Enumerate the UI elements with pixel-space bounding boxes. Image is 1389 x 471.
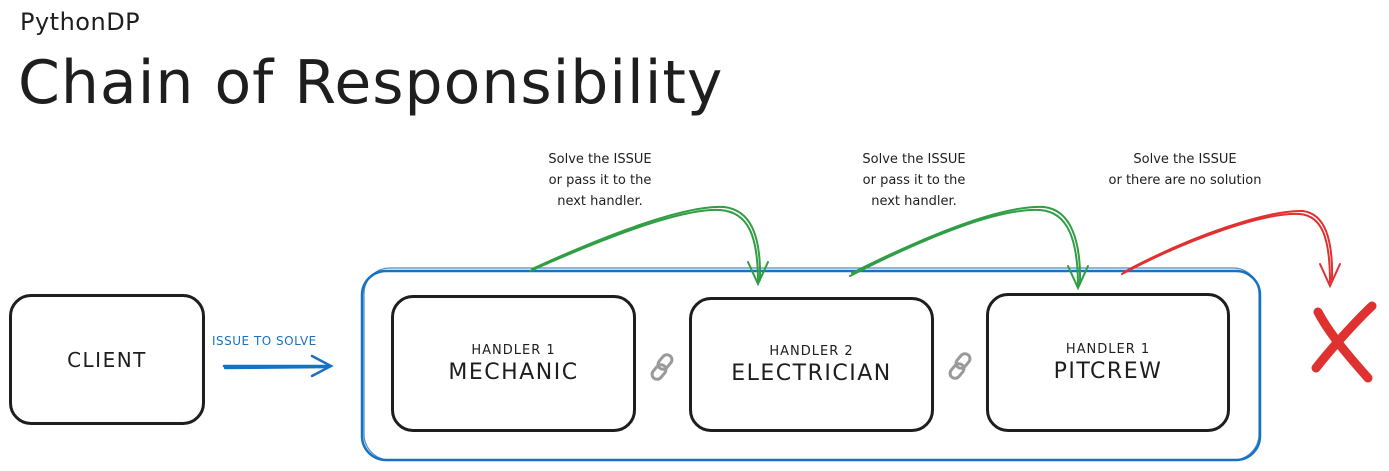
handler-tag: HANDLER 2 (769, 343, 854, 359)
link-chain-icon (948, 352, 972, 380)
note-line: Solve the ISSUE (1133, 152, 1237, 167)
link-chain-icon (650, 353, 674, 381)
note-line: or pass it to the (548, 173, 652, 188)
x-mark-icon (1311, 301, 1377, 383)
handler-2-note: Solve the ISSUE or pass it to the next h… (834, 149, 994, 212)
handler-name: ELECTRICIAN (731, 360, 892, 386)
client-label: CLIENT (67, 347, 147, 372)
client-box: CLIENT (9, 294, 205, 425)
handler-box-electrician: HANDLER 2 ELECTRICIAN (689, 297, 934, 432)
no-solution-arrow (1121, 209, 1341, 289)
pass-arrow-1 (529, 205, 769, 287)
handler-1-note: Solve the ISSUE or pass it to the next h… (520, 149, 680, 212)
note-line: or there are no solution (1108, 173, 1262, 188)
handler-3-note: Solve the ISSUE or there are no solution (1085, 149, 1285, 191)
note-line: Solve the ISSUE (548, 152, 652, 167)
note-line: next handler. (871, 194, 957, 209)
handler-tag: HANDLER 1 (471, 342, 556, 358)
note-line: or pass it to the (862, 173, 966, 188)
pass-arrow-2 (849, 205, 1089, 291)
issue-arrow (222, 354, 334, 378)
handler-box-pitcrew: HANDLER 1 PITCREW (986, 293, 1230, 432)
note-line: next handler. (557, 194, 643, 209)
issue-to-solve-label: ISSUE TO SOLVE (212, 334, 317, 348)
handler-name: PITCREW (1053, 358, 1163, 384)
handler-name: MECHANIC (448, 359, 579, 385)
kicker-text: PythonDP (20, 8, 141, 36)
handler-box-mechanic: HANDLER 1 MECHANIC (391, 295, 636, 432)
handler-tag: HANDLER 1 (1065, 341, 1151, 357)
page-title: Chain of Responsibility (18, 48, 724, 118)
note-line: Solve the ISSUE (862, 152, 966, 167)
